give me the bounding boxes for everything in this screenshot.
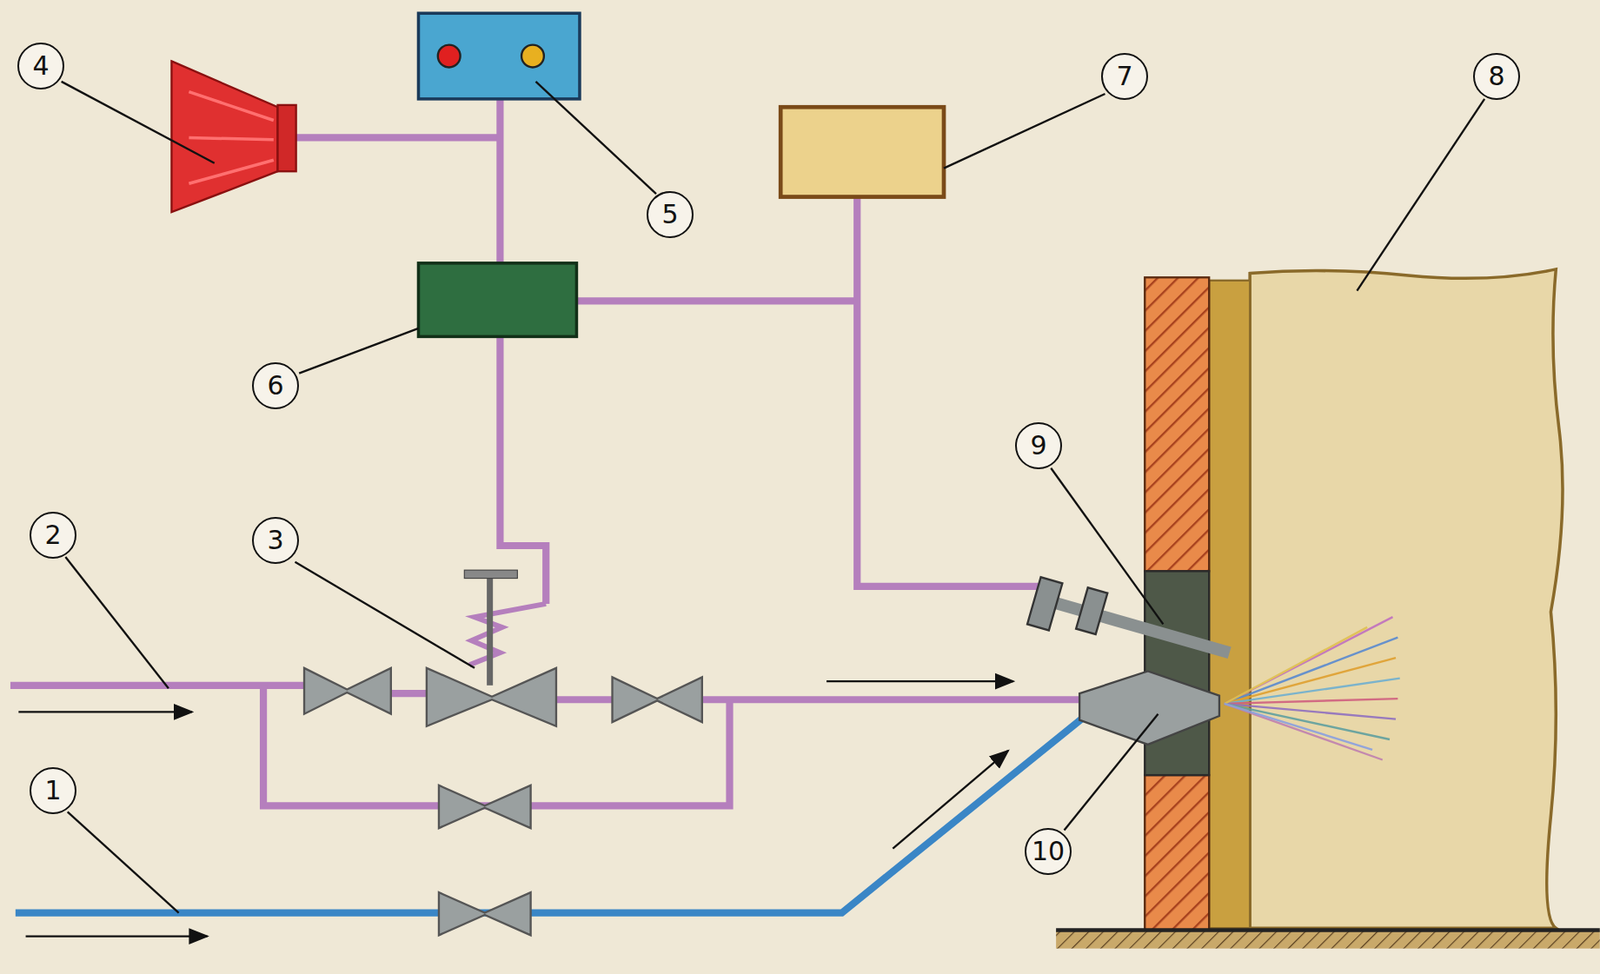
callout-number: 10 — [1024, 828, 1072, 876]
callout-number: 3 — [252, 517, 299, 565]
callout-number: 7 — [1101, 53, 1149, 100]
callout-number: 2 — [29, 511, 77, 559]
callout-number: 8 — [1473, 53, 1521, 100]
callout-number: 6 — [252, 362, 299, 410]
callout-number: 4 — [17, 42, 65, 90]
callout-number: 9 — [1015, 422, 1063, 470]
callout-number: 5 — [646, 191, 694, 239]
callout-number: 1 — [29, 767, 77, 815]
